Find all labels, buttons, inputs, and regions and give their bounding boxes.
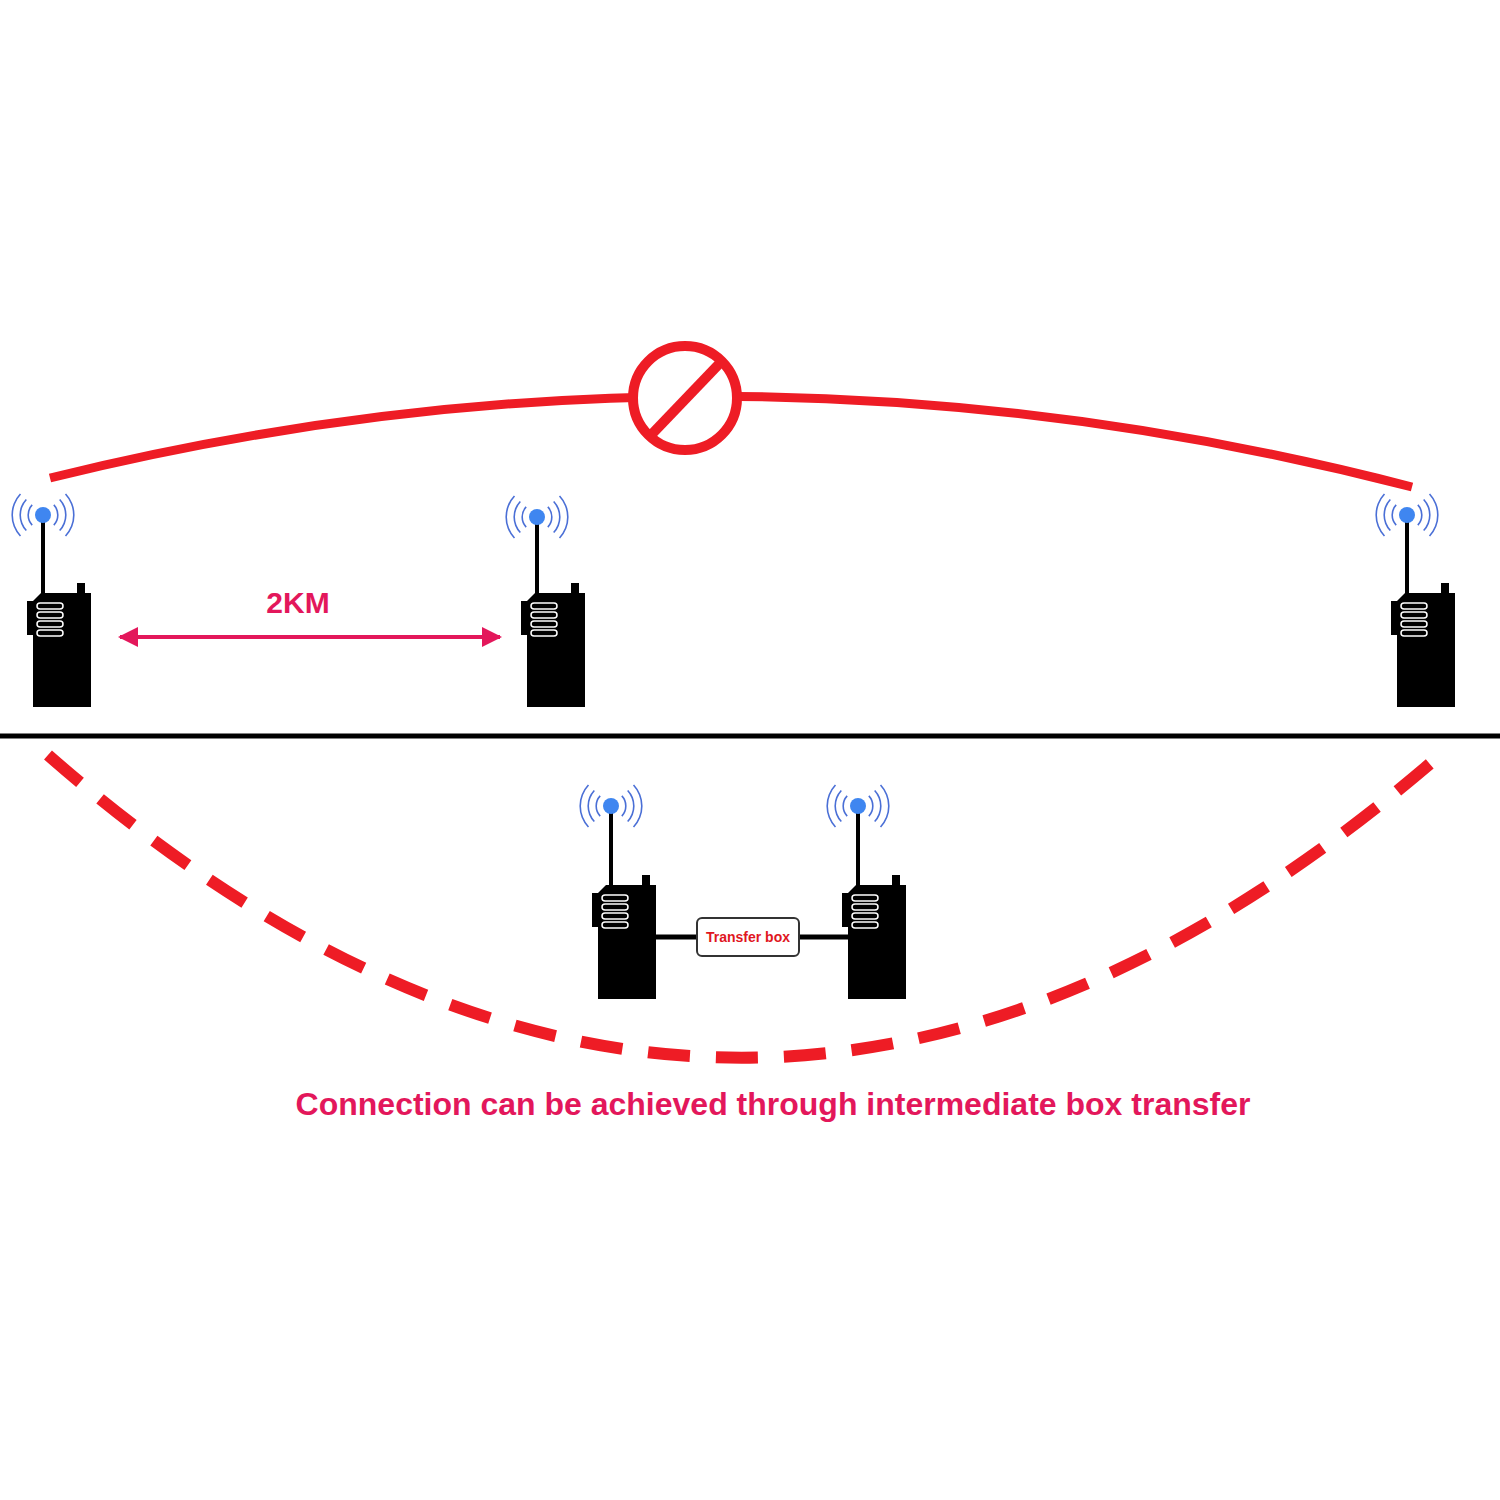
speaker-grille [852, 913, 878, 919]
radio-body [1397, 593, 1455, 707]
walkie-talkie [1375, 493, 1455, 707]
radio-body [848, 885, 906, 999]
speaker-grille [602, 913, 628, 919]
speaker-grille [1401, 630, 1427, 636]
signal-wave [1429, 493, 1439, 536]
signal-wave [513, 501, 521, 533]
speaker-grille [37, 603, 63, 609]
speaker-grille [37, 612, 63, 618]
signal-wave [587, 790, 595, 822]
antenna [535, 517, 539, 597]
signal-wave [1383, 499, 1391, 531]
speaker-grille [852, 895, 878, 901]
speaker-grille [531, 603, 557, 609]
signal-wave [874, 790, 882, 822]
speaker-grille [1401, 603, 1427, 609]
speaker-grille [852, 904, 878, 910]
radios [11, 493, 1455, 999]
speaker-grille [37, 630, 63, 636]
signal-wave [842, 795, 847, 816]
signal-wave [579, 784, 589, 827]
side-button [521, 601, 529, 635]
speaker-grille [1401, 621, 1427, 627]
prohibition-sign [633, 346, 737, 450]
antenna-tip [603, 798, 619, 814]
antenna-tip [529, 509, 545, 525]
process-box: Transfer box [696, 917, 800, 957]
speaker-grille [531, 630, 557, 636]
speaker-grille [602, 904, 628, 910]
signal-wave [553, 501, 561, 533]
radio-body [33, 593, 91, 707]
relay-link-arc [48, 755, 1432, 1058]
signal-wave [547, 506, 552, 527]
signal-wave [621, 795, 626, 816]
speaker-grille [602, 895, 628, 901]
antenna [1405, 515, 1409, 597]
antenna [856, 806, 860, 889]
signal-wave [1423, 499, 1431, 531]
signal-wave [505, 495, 515, 538]
caption: Connection can be achieved through inter… [296, 1086, 1251, 1123]
signal-wave [633, 784, 643, 827]
signal-wave [1375, 493, 1385, 536]
signal-wave [834, 790, 842, 822]
signal-wave [1391, 504, 1396, 525]
signal-wave [880, 784, 890, 827]
walkie-talkie [505, 495, 585, 707]
signal-wave [65, 493, 75, 536]
signal-wave [19, 499, 27, 531]
distance-arrow [120, 635, 500, 639]
radio-body [598, 885, 656, 999]
walkie-talkie [826, 784, 906, 999]
signal-wave [11, 493, 21, 536]
speaker-grille [602, 922, 628, 928]
walkie-talkie [579, 784, 656, 999]
antenna [41, 515, 45, 597]
speaker-grille [531, 612, 557, 618]
signal-wave [27, 504, 32, 525]
antenna-tip [850, 798, 866, 814]
signal-wave [595, 795, 600, 816]
signal-wave [559, 495, 569, 538]
speaker-grille [37, 621, 63, 627]
signal-wave [627, 790, 635, 822]
ground-line [0, 734, 1500, 739]
speaker-grille [852, 922, 878, 928]
signal-wave [53, 504, 58, 525]
side-button [1391, 601, 1399, 635]
signal-wave [521, 506, 526, 527]
distance-label: 2KM [266, 586, 329, 620]
signal-wave [59, 499, 67, 531]
side-button [27, 601, 35, 635]
speaker-grille [531, 621, 557, 627]
side-button [842, 893, 850, 927]
signal-wave [826, 784, 836, 827]
walkie-talkie [11, 493, 91, 707]
speaker-grille [1401, 612, 1427, 618]
antenna-tip [35, 507, 51, 523]
radio-body [527, 593, 585, 707]
signal-wave [1417, 504, 1422, 525]
antenna [609, 806, 613, 889]
antenna-tip [1399, 507, 1415, 523]
box-label: Transfer box [706, 929, 790, 945]
signal-wave [868, 795, 873, 816]
side-button [592, 893, 600, 927]
